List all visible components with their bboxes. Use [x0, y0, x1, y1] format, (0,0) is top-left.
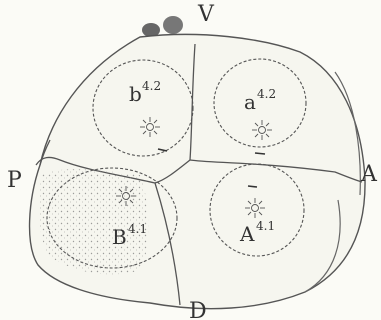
cell-superscript: 4.1 [128, 222, 147, 236]
label-left: P [7, 168, 22, 193]
label-right: A [360, 162, 378, 187]
cell-superscript: 4.2 [142, 79, 161, 93]
cell-superscript: 4.2 [257, 87, 276, 101]
label-top: V [197, 2, 215, 27]
cell-letter: a [244, 90, 256, 114]
label-bottom: D [189, 299, 207, 320]
cell-letter: B [112, 225, 127, 249]
cell-letter: A [239, 222, 255, 246]
cell-superscript: 4.1 [256, 219, 275, 233]
cell-letter: b [129, 82, 142, 106]
